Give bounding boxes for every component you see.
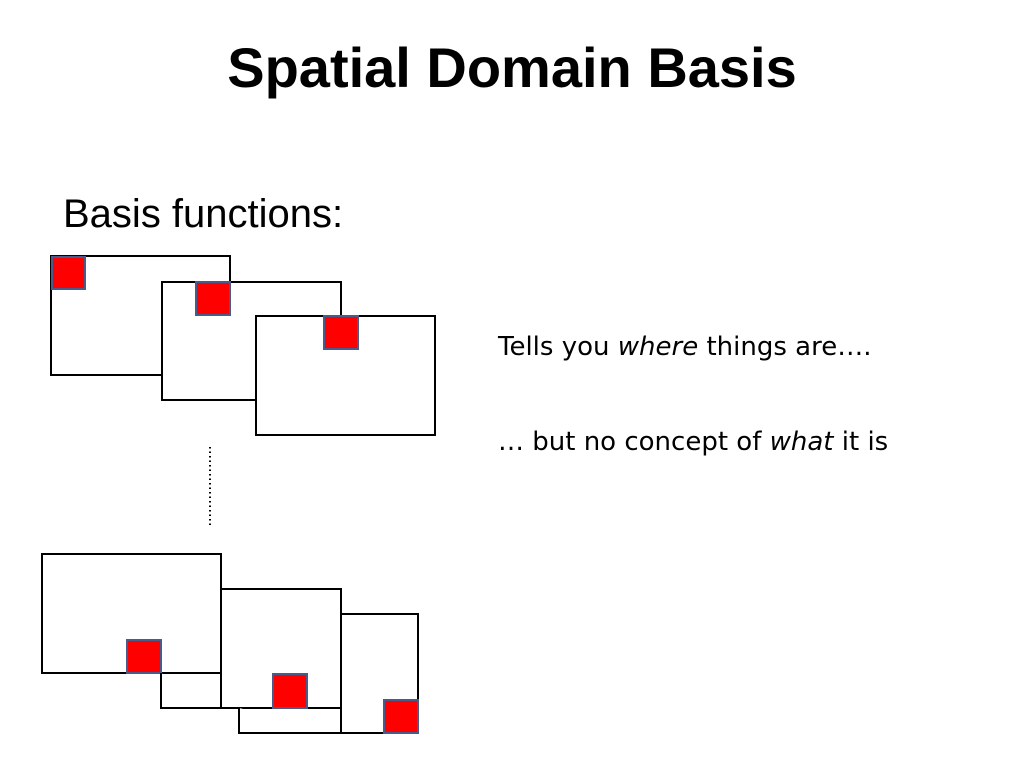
top-basis-stack [50, 255, 436, 436]
what-note-suffix: it is [833, 427, 889, 457]
slide-title: Spatial Domain Basis [227, 36, 797, 99]
basis-functions-heading: Basis functions: [63, 192, 344, 236]
bottom-basis-stack [41, 553, 419, 734]
basis-pixel-1 [51, 256, 86, 290]
where-note-suffix: things are…. [698, 332, 872, 362]
basis-pixel-n-1 [272, 673, 308, 709]
basis-frame-n-edge [238, 708, 341, 734]
what-emphasis: what [769, 427, 834, 457]
basis-pixel-2 [195, 281, 231, 316]
where-note: Tells you where things are…. [498, 330, 871, 364]
what-note: … but no concept of what it is [498, 425, 888, 459]
where-note-prefix: Tells you [498, 332, 618, 362]
basis-pixel-n [383, 699, 419, 734]
basis-pixel-n-2 [126, 639, 162, 674]
basis-frame-n-1-edge [160, 673, 221, 709]
what-note-prefix: … but no concept of [498, 427, 770, 457]
where-emphasis: where [617, 332, 699, 362]
basis-pixel-3 [323, 315, 359, 350]
